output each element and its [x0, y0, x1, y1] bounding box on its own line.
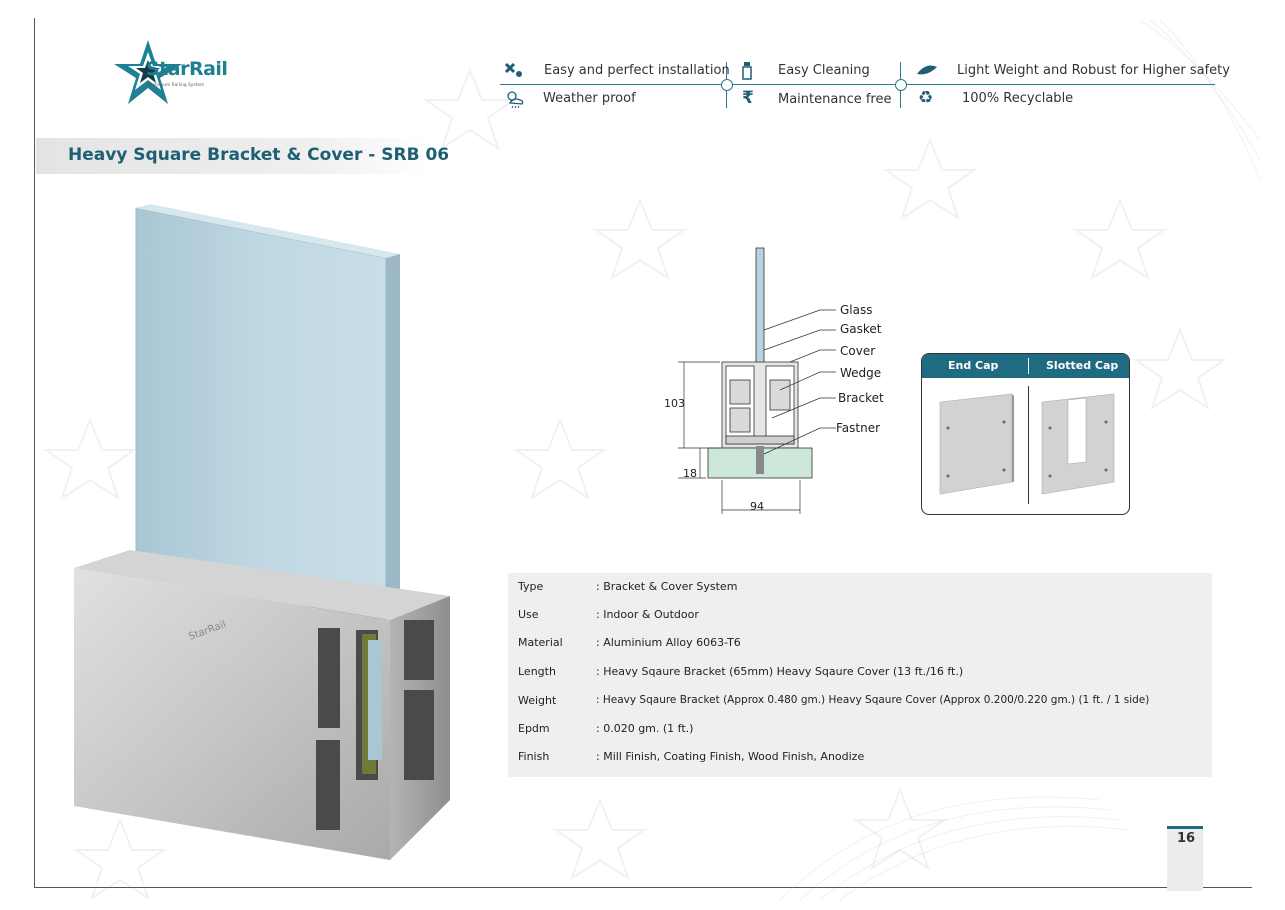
page-frame-bottom: [34, 887, 1252, 888]
specifications-table: Type : Bracket & Cover System Use : Indo…: [508, 573, 1212, 777]
page-title: Heavy Square Bracket & Cover - SRB 06: [68, 145, 450, 165]
feature-node-1: [721, 79, 733, 91]
caps-header-divider: [1028, 358, 1029, 374]
page-frame-left: [34, 18, 35, 888]
feature-label-lightweight: Light Weight and Robust for Higher safet…: [957, 63, 1230, 78]
feature-divider-line: [500, 84, 1215, 85]
feature-strip: Easy and perfect installation Easy Clean…: [500, 58, 1230, 112]
feature-node-2: [895, 79, 907, 91]
slotted-cap-label: Slotted Cap: [1046, 359, 1119, 372]
dimension-width: 94: [750, 500, 764, 513]
tools-icon: [504, 62, 522, 77]
dimension-base: 18: [683, 467, 697, 480]
dimension-height: 103: [664, 397, 685, 410]
caps-illustration: [939, 393, 1115, 495]
diagram-label-wedge: Wedge: [840, 366, 882, 380]
spec-value: : 0.020 gm. (1 ft.): [596, 722, 694, 735]
spec-key: Finish: [518, 750, 550, 763]
caps-divider: [1028, 386, 1029, 504]
spec-value: : Bracket & Cover System: [596, 580, 738, 593]
diagram-label-fastner: Fastner: [836, 421, 881, 435]
spec-key: Type: [518, 580, 544, 593]
spec-key: Material: [518, 636, 563, 649]
feature-label-weatherproof: Weather proof: [543, 91, 636, 106]
feather-icon: [917, 65, 937, 75]
page-number-tab: [1167, 826, 1203, 891]
spec-value: : Mill Finish, Coating Finish, Wood Fini…: [596, 750, 865, 763]
recycle-icon: ♻: [918, 88, 934, 108]
brand-name: StarRail: [146, 58, 228, 80]
diagram-label-gasket: Gasket: [840, 322, 882, 336]
diagram-label-cover: Cover: [840, 344, 876, 358]
feature-label-installation: Easy and perfect installation: [544, 63, 730, 78]
spray-bottle-icon: [742, 62, 752, 80]
spec-value: : Aluminium Alloy 6063-T6: [596, 636, 741, 649]
spec-value: : Heavy Sqaure Bracket (65mm) Heavy Sqau…: [596, 665, 964, 678]
feature-label-recyclable: 100% Recyclable: [962, 91, 1074, 106]
caps-panel: End Cap Slotted Cap: [921, 353, 1130, 515]
caps-header: End Cap Slotted Cap: [922, 354, 1129, 378]
feature-label-cleaning: Easy Cleaning: [778, 63, 870, 78]
spec-value: : Heavy Sqaure Bracket (Approx 0.480 gm.…: [596, 694, 1150, 706]
feature-label-maintenance: Maintenance free: [778, 92, 892, 107]
spec-value: : Indoor & Outdoor: [596, 608, 699, 621]
spec-key: Length: [518, 665, 556, 678]
starrail-logo: [114, 40, 182, 104]
diagram-label-glass: Glass: [840, 303, 873, 317]
weather-icon: [507, 91, 524, 109]
title-bar: [36, 138, 428, 174]
technical-diagram: [678, 247, 836, 514]
spec-key: Epdm: [518, 722, 550, 735]
product-image: StarRail: [74, 204, 450, 860]
end-cap-label: End Cap: [948, 359, 999, 372]
spec-key: Weight: [518, 694, 557, 707]
diagram-label-bracket: Bracket: [838, 391, 884, 405]
brand-tagline: Aluminium Railing System: [147, 82, 205, 87]
page-number: 16: [1177, 831, 1196, 846]
rupee-icon: ₹: [742, 88, 754, 108]
spec-key: Use: [518, 608, 539, 621]
